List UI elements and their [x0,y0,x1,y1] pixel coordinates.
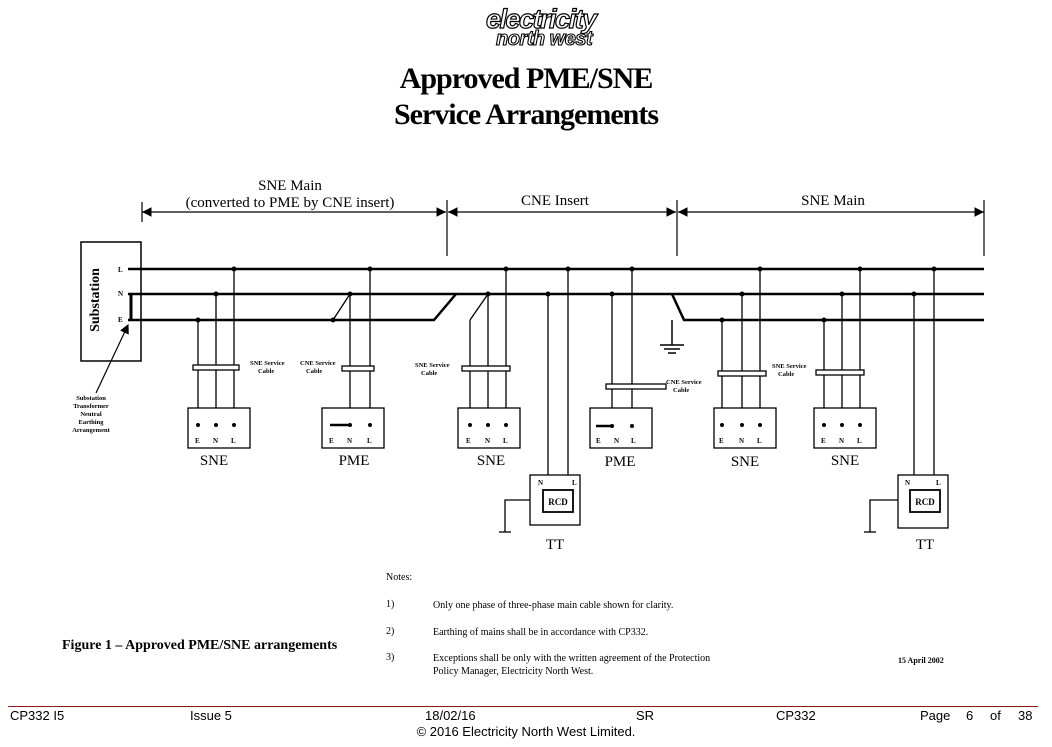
svg-text:N: N [213,437,218,445]
svg-text:L: L [857,437,862,445]
company-logo: electricity north west [485,3,646,50]
earth-electrode-symbol [660,320,684,354]
conductor-label-e: E [118,316,123,324]
svg-text:L: L [757,437,762,445]
cable-label-sne-3b: Cable [778,371,794,378]
note-text: Only one phase of three-phase main cable… [433,600,674,611]
svg-text:N: N [347,437,352,445]
section-sne-main-left-line2: (converted to PME by CNE insert) [186,195,395,211]
footer-date: 18/02/16 [425,708,476,723]
logo-line-1: electricity [485,3,597,34]
svg-text:E: E [329,437,334,445]
svg-text:N: N [739,437,744,445]
date-stamp: 15 April 2002 [898,656,944,665]
service-sne-1 [187,269,251,449]
section-sne-main-right: SNE Main [801,193,865,209]
svg-text:E: E [596,437,601,445]
svg-text:N: N [614,437,619,445]
installation-label-pme-2: PME [605,454,636,470]
footer-author: SR [636,708,655,723]
earthing-arrangement-note: Substation Transformer Neutral Earthing … [72,323,129,434]
svg-text:N: N [905,479,910,487]
svg-text:Earthing: Earthing [79,419,105,426]
svg-text:Arrangement: Arrangement [72,427,110,434]
svg-text:L: L [231,437,236,445]
svg-text:N: N [485,437,490,445]
cable-label-cne-2a: CNE Service [666,379,702,386]
svg-text:N: N [839,437,844,445]
rcd-label-2: RCD [915,497,935,507]
svg-text:L: L [503,437,508,445]
note-number: 2) [386,626,395,637]
service-pme-2 [589,269,667,449]
note-number: 1) [386,599,395,610]
page-title-line-1: Approved PME/SNE [399,62,654,95]
svg-text:Substation: Substation [76,395,106,402]
cable-label-sne-2b: Cable [421,370,437,377]
service-tt-2 [864,269,949,533]
svg-text:E: E [195,437,200,445]
service-sne-3 [713,269,777,449]
cable-label-cne-2b: Cable [673,387,689,394]
substation-label: Substation [88,268,103,332]
svg-text:Transformer: Transformer [73,403,109,410]
copyright-notice: © 2016 Electricity North West Limited. [416,724,636,739]
installation-label-sne-4: SNE [831,453,859,469]
service-tt-1 [499,269,581,533]
note-text: Exceptions shall be only with the writte… [433,653,711,677]
section-dimension-lines [141,200,985,256]
installation-label-pme-1: PME [339,453,370,469]
section-cne-insert: CNE Insert [521,193,590,209]
installation-label-tt-2: TT [916,537,934,553]
page-title-line-2: Service Arrangements [393,98,659,131]
figure-caption: Figure 1 – Approved PME/SNE arrangements [62,638,338,653]
service-sne-4 [813,269,877,449]
installation-label-tt-1: TT [546,537,564,553]
footer-doc-code: CP332 I5 [10,708,65,723]
conductor-label-n: N [118,290,123,298]
svg-text:L: L [367,437,372,445]
footer-issue: Issue 5 [190,708,232,723]
svg-text:E: E [719,437,724,445]
footer-of-label: of [990,708,1001,723]
footer-page-number: 6 [966,708,974,723]
service-pme-1 [321,269,385,449]
svg-text:Neutral: Neutral [80,411,101,418]
section-sne-main-left-line1: SNE Main [258,178,322,194]
cable-label-sne-3a: SNE Service [772,363,807,370]
terminal-dots [195,266,237,427]
conductor-label-l: L [118,266,123,274]
service-sne-2 [457,269,521,449]
cable-label-sne-1b: Cable [258,368,274,375]
svg-text:E: E [466,437,471,445]
footer-divider [8,706,1038,707]
note-text: Earthing of mains shall be in accordance… [433,627,649,638]
svg-text:N: N [538,479,543,487]
installation-label-sne-3: SNE [731,454,759,470]
footer-page-label: Page [920,708,951,723]
installation-label-sne-2: SNE [477,453,505,469]
cable-label-cne-1b: Cable [306,368,322,375]
svg-text:L: L [572,479,577,487]
svg-text:L: L [936,479,941,487]
main-conductors [128,267,984,322]
cable-label-sne-1a: SNE Service [250,360,285,367]
svg-text:L: L [631,437,636,445]
pme-sne-wiring-diagram: SNE Main (converted to PME by CNE insert… [72,178,985,553]
note-number: 3) [386,652,395,663]
logo-line-2: north west [495,27,593,50]
rcd-label-1: RCD [548,497,568,507]
footer-doc-ref: CP332 [776,708,816,723]
installation-label-sne-1: SNE [200,453,228,469]
cable-label-cne-1a: CNE Service [300,360,336,367]
svg-text:E: E [821,437,826,445]
notes-heading: Notes: [386,572,413,583]
cable-label-sne-2a: SNE Service [415,362,450,369]
footer-page-total: 38 [1018,708,1033,723]
